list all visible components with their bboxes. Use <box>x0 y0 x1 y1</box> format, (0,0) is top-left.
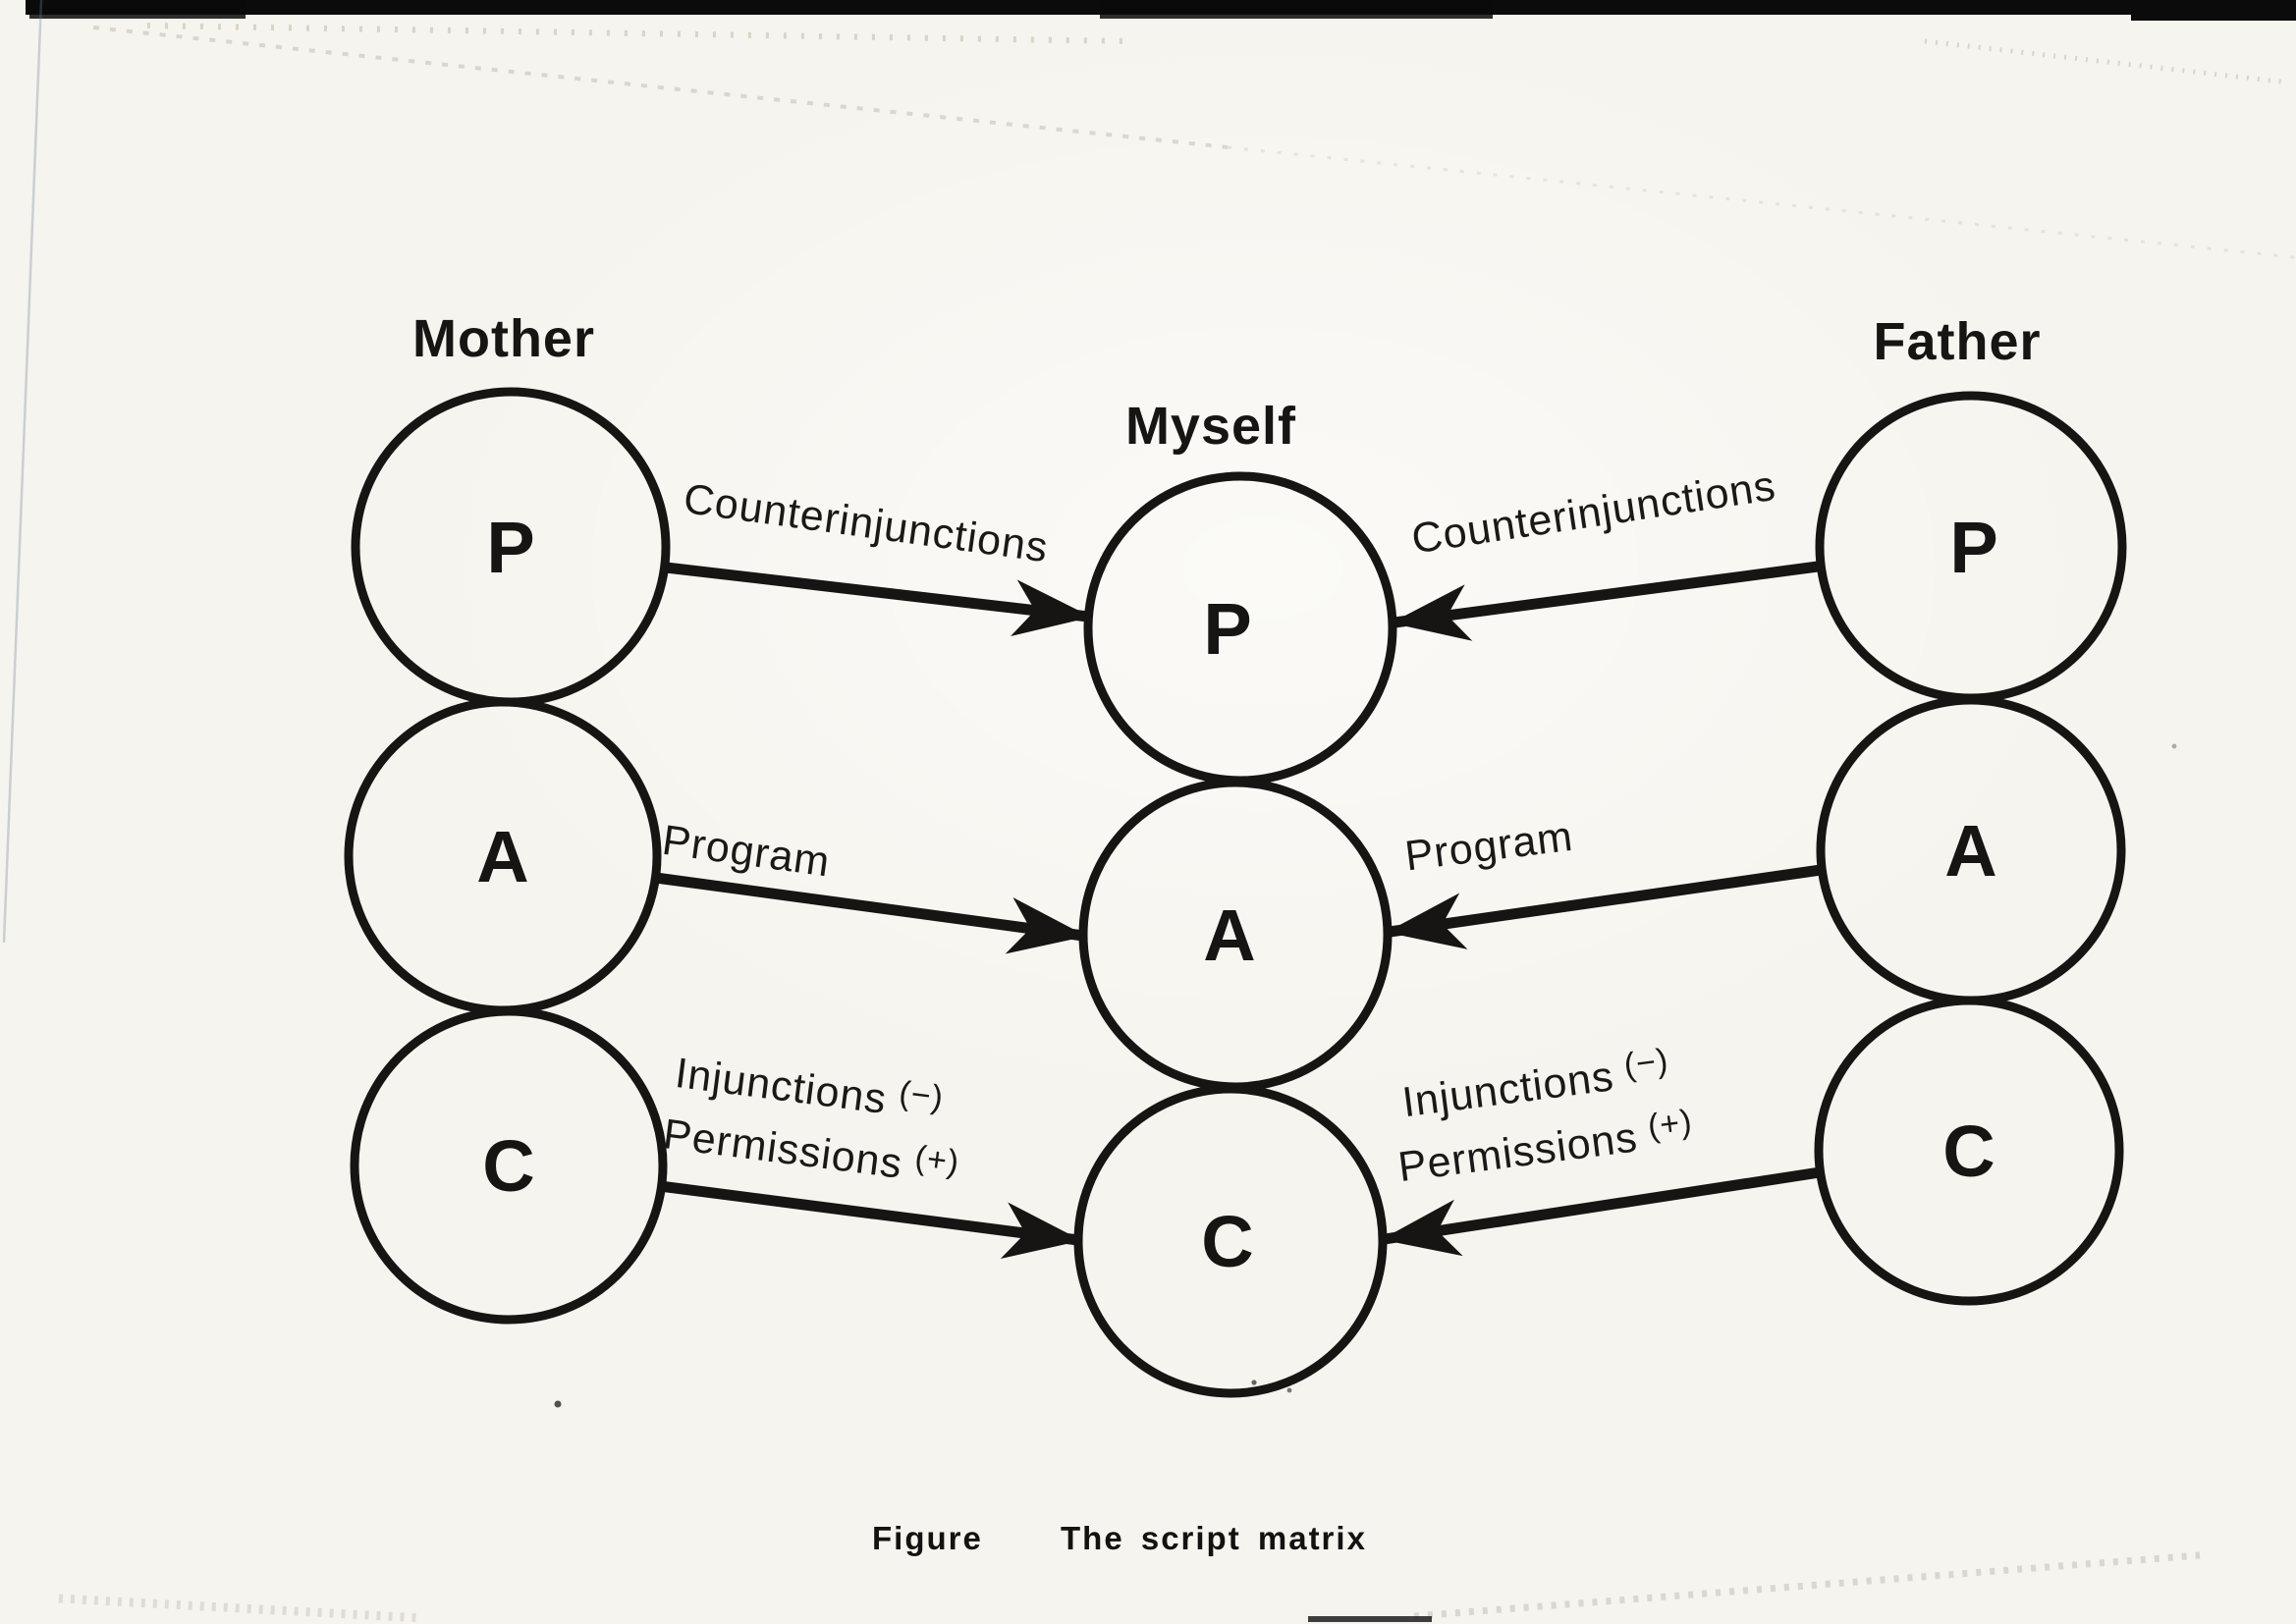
column-title-father: Father <box>1873 312 2041 371</box>
mother-parent-letter: P <box>486 507 534 588</box>
arrow-mother-p-to-myself-p <box>665 562 1092 637</box>
injunctions-word-right: Injunctions <box>1399 1053 1616 1126</box>
scan-edge-top-blob-right <box>2131 0 2296 21</box>
smudge-bottom-left <box>58 1594 423 1623</box>
arrows <box>655 561 1822 1260</box>
injunctions-sign-left: (−) <box>897 1074 946 1116</box>
figure-caption-label: Figure <box>872 1520 983 1556</box>
myself-child-letter: C <box>1201 1201 1253 1282</box>
smudge-diagonal-top-left <box>92 26 1229 149</box>
ink-speck <box>554 1400 562 1408</box>
arrow-label-counterinjunctions-right: Counterinjunctions <box>1408 462 1778 564</box>
injunctions-word-left: Injunctions <box>673 1050 890 1123</box>
smudge-bottom-right <box>1413 1551 2201 1620</box>
permissions-word-left: Permissions <box>661 1110 905 1188</box>
father-column: P A C <box>1814 391 2127 1306</box>
ink-speck <box>1286 1387 1292 1393</box>
father-adult-letter: A <box>1944 810 1996 892</box>
arrow-mother-c-to-myself-c <box>659 1180 1082 1260</box>
myself-column: P A C <box>1073 471 1397 1398</box>
father-child-circle <box>1814 996 2124 1306</box>
injunctions-sign-right: (−) <box>1621 1042 1670 1084</box>
father-parent-letter: P <box>1949 507 1997 588</box>
figure-caption-title: The script matrix <box>1061 1520 1367 1556</box>
arrow-label-counterinjunctions-left: Counterinjunctions <box>681 475 1051 571</box>
ink-speck <box>2171 743 2177 749</box>
arrow-label-program-right: Program <box>1402 813 1575 881</box>
mother-adult-letter: A <box>476 816 528 897</box>
mother-column: P A C <box>344 387 671 1325</box>
arrow-father-c-to-myself-c <box>1381 1166 1821 1257</box>
smudge-diagonal-top-right <box>1227 145 2295 259</box>
permissions-sign-left: (+) <box>912 1139 961 1181</box>
permissions-word-right: Permissions <box>1395 1113 1640 1191</box>
mother-child-letter: C <box>482 1125 534 1207</box>
myself-adult-letter: A <box>1203 894 1255 976</box>
arrow-mother-a-to-myself-a <box>655 872 1087 954</box>
column-title-mother: Mother <box>412 309 595 368</box>
mother-child-circle <box>350 1006 668 1325</box>
scan-edge-top-blob-mid <box>1100 0 1493 19</box>
smudge-top-right-corner <box>1924 38 2289 85</box>
arrow-label-permissions-left: Permissions(+) <box>661 1107 962 1195</box>
myself-parent-letter: P <box>1203 588 1251 670</box>
ink-speck <box>1251 1380 1257 1385</box>
arrow-father-a-to-myself-a <box>1386 864 1822 949</box>
speckle-under-strip <box>146 23 1130 44</box>
permissions-sign-right: (+) <box>1646 1103 1695 1145</box>
column-title-myself: Myself <box>1125 397 1296 456</box>
arrow-label-program-left: Program <box>659 817 833 887</box>
page-edge-line <box>2 0 43 944</box>
scan-edge-top-blob-left <box>29 0 246 19</box>
bottom-edge-dash <box>1308 1616 1432 1622</box>
father-child-letter: C <box>1942 1110 1995 1192</box>
arrow-father-p-to-myself-p <box>1391 561 1819 641</box>
